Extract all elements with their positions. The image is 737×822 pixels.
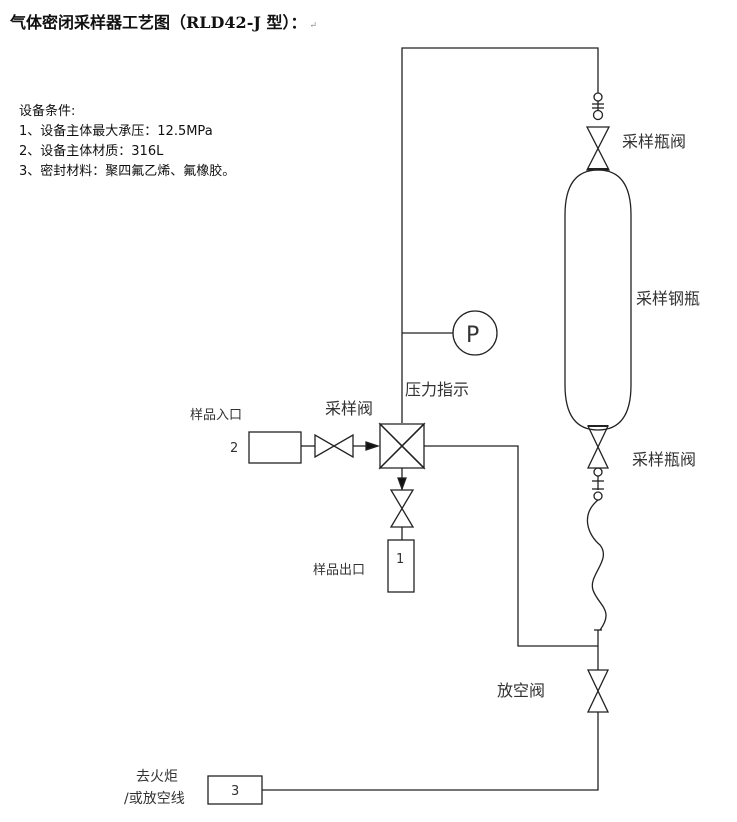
flare-line-label-1: 去火炬 bbox=[136, 769, 178, 785]
sampling-valve-symbol bbox=[378, 422, 426, 470]
flare-line-box bbox=[207, 775, 263, 805]
inlet-number: 2 bbox=[230, 441, 238, 456]
sample-inlet-label: 样品入口 bbox=[190, 408, 242, 423]
conditions-heading: 设备条件: bbox=[19, 104, 76, 119]
flare-line-label-2: /或放空线 bbox=[124, 791, 185, 807]
pipe-vent bbox=[262, 630, 599, 791]
condition-item: 1、设备主体最大承压：12.5MPa bbox=[19, 124, 213, 139]
flexible-hose bbox=[586, 499, 607, 631]
outlet-valve-symbol bbox=[389, 489, 415, 528]
bottom-bottle-valve bbox=[586, 425, 610, 501]
sampling-valve-label: 采样阀 bbox=[325, 399, 373, 418]
page-title: 气体密闭采样器工艺图（RLD42-J 型）：↵ bbox=[10, 9, 317, 33]
sample-inlet-box bbox=[248, 431, 302, 464]
pipe-top-loop bbox=[401, 47, 599, 423]
outlet-number: 1 bbox=[396, 552, 404, 567]
top-bottle-valve bbox=[585, 92, 611, 171]
steel-cylinder-label: 采样钢瓶 bbox=[636, 289, 700, 308]
pressure-gauge-symbol: P bbox=[466, 323, 479, 348]
equipment-conditions: 设备条件: 1、设备主体最大承压：12.5MPa 2、设备主体材质：316L 3… bbox=[19, 102, 235, 182]
condition-item: 2、设备主体材质：316L bbox=[19, 144, 164, 159]
vent-valve-label: 放空阀 bbox=[497, 681, 545, 700]
pressure-indicator-label: 压力指示 bbox=[405, 380, 469, 399]
sample-outlet-label: 样品出口 bbox=[313, 563, 365, 578]
condition-item: 3、密封材料：聚四氟乙烯、氟橡胶。 bbox=[19, 164, 236, 179]
flare-number: 3 bbox=[231, 784, 239, 799]
inlet-valve-symbol bbox=[314, 433, 354, 459]
return-mark: ↵ bbox=[309, 21, 318, 31]
vent-valve-symbol bbox=[586, 669, 610, 713]
top-bottle-valve-label: 采样瓶阀 bbox=[622, 132, 686, 151]
inlet-arrow-icon bbox=[365, 441, 381, 451]
pressure-gauge bbox=[452, 310, 498, 356]
pipe-return bbox=[424, 445, 598, 647]
outlet-arrow-icon bbox=[397, 477, 407, 491]
title-text: 气体密闭采样器工艺图（RLD42-J 型）： bbox=[10, 13, 307, 32]
sample-outlet-box bbox=[387, 539, 415, 593]
bottom-bottle-valve-label: 采样瓶阀 bbox=[632, 450, 696, 469]
steel-cylinder bbox=[564, 169, 632, 431]
